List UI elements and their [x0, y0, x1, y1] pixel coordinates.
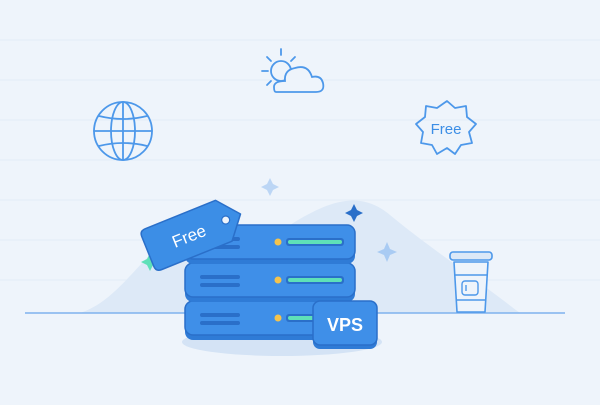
free-tag: Free	[140, 199, 242, 272]
vps-label: VPS	[327, 315, 363, 335]
sun-cloud-icon	[261, 48, 325, 93]
free-badge-label: Free	[431, 121, 462, 138]
free-badge-icon: Free	[415, 100, 477, 155]
globe-icon	[93, 101, 153, 161]
server-unit-middle	[184, 262, 356, 302]
coffee-cup-icon	[449, 251, 493, 313]
sparkle-icon	[141, 178, 397, 271]
vps-badge: VPS	[312, 300, 378, 349]
